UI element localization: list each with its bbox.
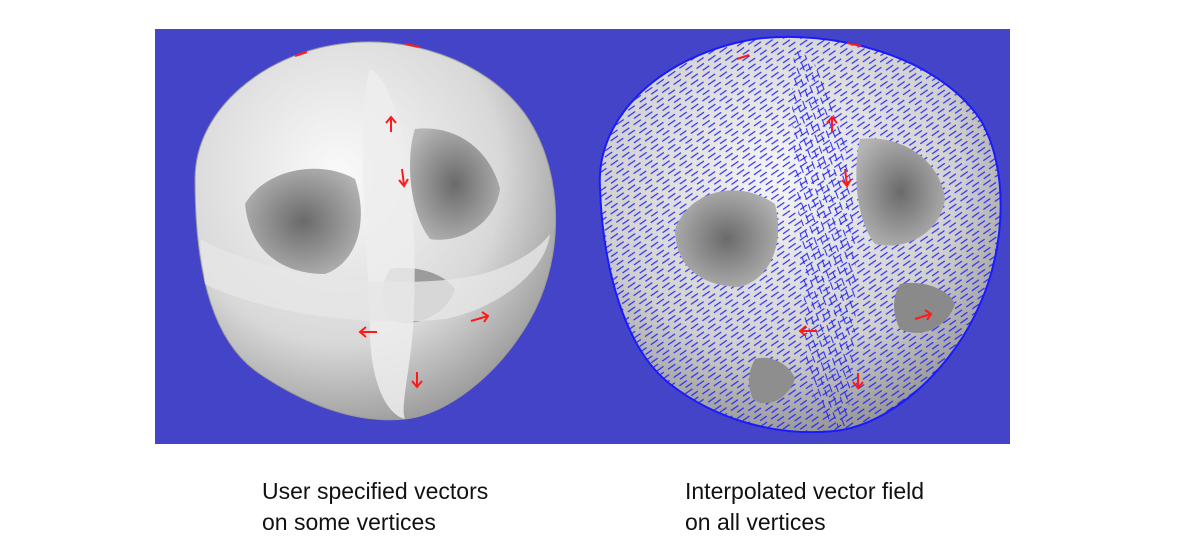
user-vector-arrow (404, 43, 421, 48)
figure-panel (155, 29, 1010, 444)
caption-left-line1: User specified vectors (262, 478, 489, 504)
right-hole-1 (675, 190, 779, 287)
user-vector-arrow (294, 51, 308, 57)
field-vector-arrow (846, 42, 862, 47)
right-model (598, 35, 1002, 434)
left-model (194, 41, 557, 421)
left-hole-2 (410, 128, 500, 240)
caption-left-line2: on some vertices (262, 509, 436, 535)
right-hole-4 (749, 357, 795, 404)
caption-left: User specified vectors on some vertices (262, 476, 488, 538)
caption-right-line1: Interpolated vector field (685, 478, 925, 504)
user-vector-arrows (294, 43, 490, 389)
left-hole-1 (245, 168, 361, 274)
field-vector-arrows (736, 42, 933, 390)
caption-right-line2: on all vertices (685, 509, 826, 535)
user-vector-arrow (470, 315, 489, 322)
caption-right: Interpolated vector field on all vertice… (685, 476, 924, 538)
right-model-field-b (791, 49, 856, 431)
left-tube-horizontal (200, 234, 550, 322)
user-vector-arrow (401, 168, 405, 186)
field-vector-arrow (736, 54, 750, 60)
figure-svg (194, 35, 1002, 434)
right-hole-3 (894, 282, 955, 333)
field-vector-arrow (914, 313, 932, 320)
field-vector-arrow (844, 168, 848, 186)
right-hole-2 (856, 138, 945, 246)
